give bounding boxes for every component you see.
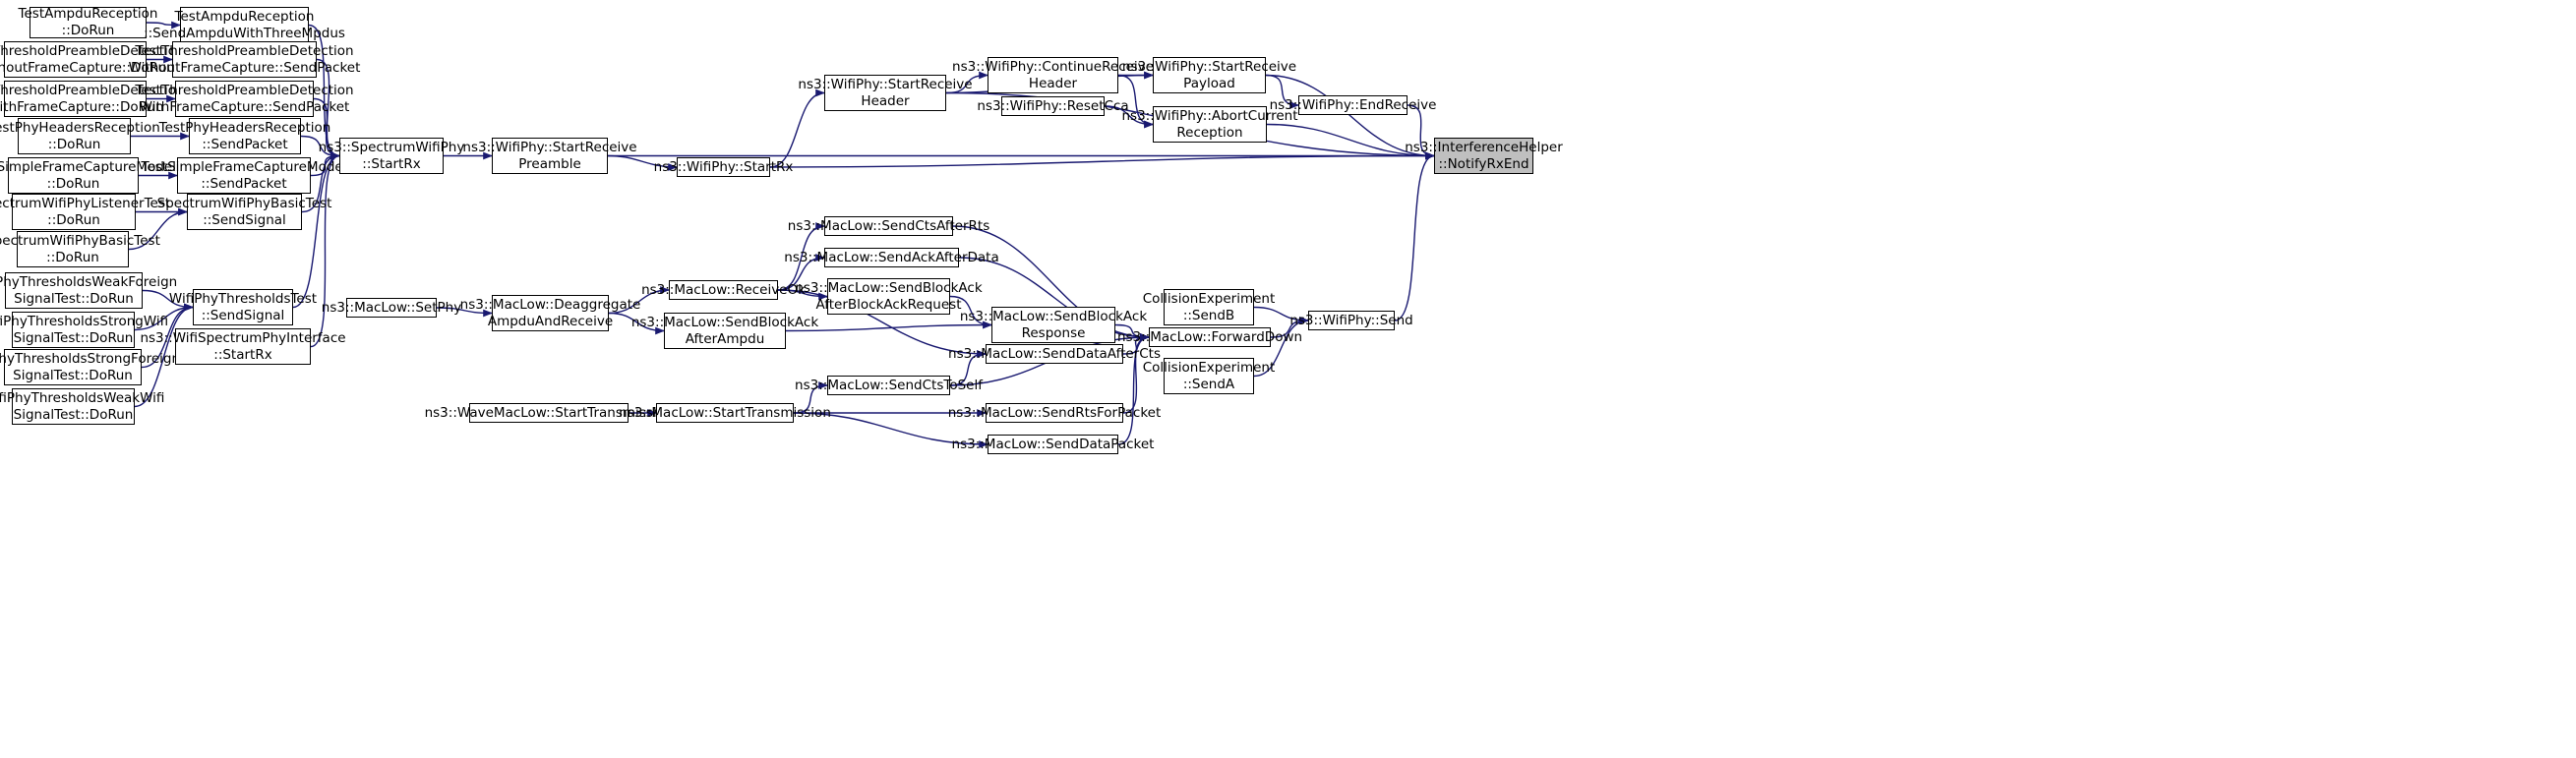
edge-n40-to-n45	[1265, 74, 1299, 109]
graph-node-n16[interactable]: WifiPhyThresholdsStrongWifi SignalTest::…	[0, 312, 168, 348]
graph-node-n42[interactable]: ns3::MacLow::ForwardDown	[1117, 327, 1302, 347]
edge-n24-to-n26	[608, 286, 670, 315]
graph-node-n31[interactable]: ns3::MacLow::SendAckAfterData	[784, 248, 999, 267]
graph-node-n20[interactable]: ns3::WifiSpectrumPhyInterface ::StartRx	[140, 328, 346, 365]
edge-n25-to-n47	[769, 151, 1435, 168]
graph-node-n33[interactable]: ns3::MacLow::SendCtsToSelf	[795, 376, 983, 395]
graph-node-n35[interactable]: ns3::WifiPhy::ResetCca	[977, 96, 1129, 116]
graph-node-n36[interactable]: ns3::MacLow::SendBlockAck Response	[960, 307, 1147, 343]
graph-node-n41[interactable]: ns3::WifiPhy::AbortCurrent Reception	[1122, 106, 1298, 143]
edge-n26-to-n37	[777, 289, 987, 358]
graph-node-n43[interactable]: CollisionExperiment ::SendB	[1143, 289, 1275, 325]
graph-node-n45[interactable]: ns3::WifiPhy::EndReceive	[1270, 95, 1436, 115]
edge-n1-to-n2	[146, 21, 181, 29]
graph-node-n15[interactable]: WifiPhyThresholdsTest ::SendSignal	[169, 289, 317, 325]
graph-node-n6[interactable]: TestThresholdPreambleDetection WithFrame…	[135, 81, 354, 117]
graph-node-n18[interactable]: WifiPhyThresholdsWeakWifi SignalTest::Do…	[0, 388, 164, 425]
edge-n18-to-n15	[134, 303, 194, 408]
graph-node-n37[interactable]: ns3::MacLow::SendDataAfterCts	[948, 344, 1161, 364]
graph-node-n40[interactable]: ns3::WifiPhy::StartReceive Payload	[1122, 57, 1296, 93]
graph-node-n34[interactable]: ns3::WifiPhy::ContinueReceive Header	[952, 57, 1154, 93]
graph-node-n30[interactable]: ns3::MacLow::SendCtsAfterRts	[788, 216, 989, 236]
edge-n13-to-n12	[128, 207, 188, 251]
graph-node-n39[interactable]: ns3::MacLow::SendDataPacket	[952, 435, 1154, 454]
graph-node-n3[interactable]: TestThresholdPreambleDetection WithoutFr…	[0, 41, 185, 78]
graph-node-n10[interactable]: TestSimpleFrameCaptureModel ::SendPacket	[142, 157, 346, 194]
graph-node-n22[interactable]: ns3::WaveMacLow::StartTransmission	[425, 403, 673, 423]
edge-n24-to-n27	[608, 312, 665, 335]
graph-node-n24[interactable]: ns3::MacLow::Deaggregate AmpduAndReceive	[460, 295, 640, 331]
graph-node-n2[interactable]: TestAmpduReception ::SendAmpduWithThreeM…	[144, 7, 345, 43]
graph-node-n4[interactable]: TestThresholdPreambleDetection WithoutFr…	[129, 41, 360, 78]
graph-node-n29[interactable]: ns3::WifiPhy::StartReceive Header	[798, 75, 973, 111]
graph-node-n19[interactable]: ns3::SpectrumWifiPhy ::StartRx	[319, 138, 464, 174]
graph-node-n32[interactable]: ns3::MacLow::SendBlockAck AfterBlockAckR…	[795, 278, 983, 315]
graph-node-n5[interactable]: TestThresholdPreambleDetection WithFrame…	[0, 81, 185, 117]
edge-n26-to-n31	[777, 254, 825, 291]
edge-n39-to-n42	[1117, 333, 1150, 445]
graph-node-n8[interactable]: TestPhyHeadersReception ::SendPacket	[159, 118, 330, 154]
graph-node-n25[interactable]: ns3::WifiPhy::StartRx	[654, 157, 793, 177]
graph-node-n7[interactable]: TestPhyHeadersReception ::DoRun	[0, 118, 160, 154]
edge-n35-to-n41	[1104, 105, 1154, 129]
graph-node-n38[interactable]: ns3::MacLow::SendRtsForPacket	[948, 403, 1161, 423]
edge-n25-to-n29	[769, 88, 825, 168]
edge-n20-to-n19	[310, 151, 340, 348]
graph-node-n28[interactable]: ns3::MacLow::StartTransmission	[619, 403, 831, 423]
graph-node-n17[interactable]: WifiPhyThresholdsStrongForeign SignalTes…	[0, 349, 180, 385]
graph-node-n47[interactable]: ns3::InterferenceHelper ::NotifyRxEnd	[1405, 138, 1563, 174]
graph-node-n46[interactable]: ns3::WifiPhy::Send	[1289, 311, 1413, 330]
graph-node-n26[interactable]: ns3::MacLow::ReceiveOk	[641, 280, 806, 300]
graph-node-n21[interactable]: ns3::MacLow::SetPhy	[322, 298, 461, 318]
edge-n4-to-n19	[316, 58, 340, 160]
graph-node-n27[interactable]: ns3::MacLow::SendBlockAck AfterAmpdu	[631, 313, 818, 349]
graph-node-n1[interactable]: TestAmpduReception ::DoRun	[18, 6, 158, 38]
edge-n30-to-n42	[952, 225, 1150, 341]
edge-n31-to-n42	[958, 257, 1150, 341]
edge-n28-to-n39	[793, 412, 988, 448]
graph-node-n23[interactable]: ns3::WifiPhy::StartReceive Preamble	[462, 138, 637, 174]
edge-n41-to-n47	[1266, 123, 1435, 160]
graph-node-n9[interactable]: TestSimpleFrameCaptureModel ::DoRun	[0, 157, 176, 194]
graph-node-n11[interactable]: SpectrumWifiPhyListenerTest ::DoRun	[0, 194, 170, 230]
graph-node-n14[interactable]: WifiPhyThresholdsWeakForeign SignalTest:…	[0, 272, 177, 309]
edge-n28-to-n33	[793, 381, 828, 414]
edge-n26-to-n30	[777, 222, 825, 291]
edge-n27-to-n36	[785, 321, 992, 332]
graph-node-n44[interactable]: CollisionExperiment ::SendA	[1143, 358, 1275, 394]
edge-n46-to-n47	[1394, 151, 1435, 321]
edge-n21-to-n24	[436, 307, 493, 318]
graph-node-n12[interactable]: SpectrumWifiPhyBasicTest ::SendSignal	[157, 194, 331, 230]
edge-n15-to-n19	[292, 151, 340, 309]
graph-node-n13[interactable]: SpectrumWifiPhyBasicTest ::DoRun	[0, 231, 160, 267]
edge-n33-to-n37	[949, 350, 987, 386]
edge-n44-to-n46	[1253, 317, 1309, 378]
edge-n40-to-n47	[1265, 74, 1435, 160]
